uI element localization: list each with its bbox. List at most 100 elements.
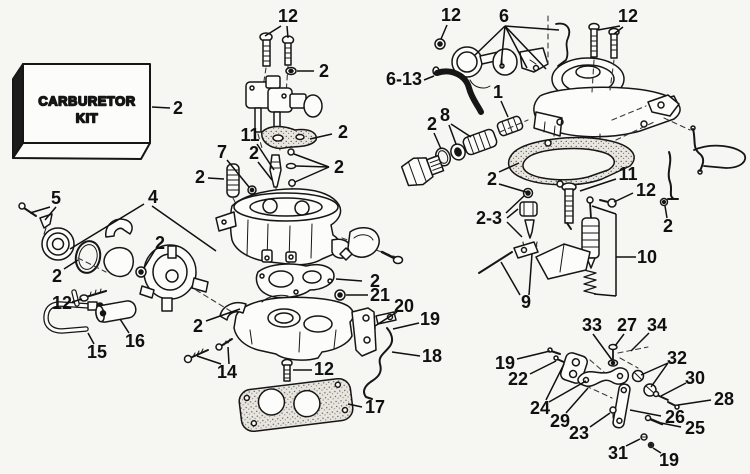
callout-5: 5 <box>51 188 61 208</box>
flange-gasket <box>255 263 335 299</box>
leader-line-2-j <box>63 259 79 270</box>
callout-25: 25 <box>685 418 705 438</box>
callout-11-a: 11 <box>240 125 259 145</box>
leader-line-25 <box>660 422 682 428</box>
leader-line-12-e <box>71 298 83 303</box>
leader-line-2-h <box>664 205 668 219</box>
callout-12-b: 12 <box>441 5 461 25</box>
callout-8: 8 <box>440 105 450 125</box>
leader-line-2-3 <box>506 221 523 238</box>
callout-34: 34 <box>647 315 667 335</box>
leader-line-2-f <box>433 132 442 150</box>
leader-line-2-g <box>498 162 520 173</box>
callout-2-a: 2 <box>319 61 329 81</box>
cover-screw <box>599 198 617 208</box>
leader-line-2-e <box>293 153 330 168</box>
leader-line-2-i <box>143 249 156 269</box>
bowl-bolt <box>561 182 577 230</box>
callout-17: 17 <box>365 397 385 417</box>
leader-line-7 <box>226 159 250 188</box>
leader-line-2-c <box>257 161 273 181</box>
callout-12-f: 12 <box>314 359 334 379</box>
callout-6-13: 6-13 <box>386 69 422 89</box>
base-gasket <box>238 377 354 433</box>
choke-diaphragm-assembly <box>451 15 571 89</box>
leader-line-24 <box>545 363 565 401</box>
accelerator-pump <box>581 196 600 295</box>
leader-line-14 <box>227 346 230 365</box>
leader-line-12-a <box>264 25 282 37</box>
callout-27: 27 <box>617 315 637 335</box>
leader-line-2-3 <box>505 195 525 214</box>
kit-box-label-line1: CARBURETOR <box>38 94 135 109</box>
leader-line-30 <box>660 382 687 397</box>
leader-line-31 <box>625 438 641 447</box>
callout-6: 6 <box>499 6 509 26</box>
callout-12-a: 12 <box>278 6 298 26</box>
leader-line-34 <box>630 332 650 352</box>
leader-line-2-g <box>498 183 527 193</box>
solenoid-gasket <box>261 125 317 150</box>
fuel-tube <box>43 289 104 334</box>
callout-2-c: 2 <box>249 143 259 163</box>
callout-16: 16 <box>125 331 145 351</box>
leader-line-2-k <box>205 308 241 322</box>
leader-line-2-3 <box>506 208 519 219</box>
leader-line-4 <box>151 205 217 252</box>
leader-line-2-e <box>295 165 330 168</box>
leader-line-32 <box>650 362 669 388</box>
leader-line-2-e <box>294 166 330 183</box>
callout-26: 26 <box>665 407 685 427</box>
leader-line-27 <box>614 333 625 347</box>
leader-line-15 <box>87 332 95 345</box>
callout-19-b: 19 <box>495 353 515 373</box>
leader-line-6 <box>504 25 560 31</box>
callout-32: 32 <box>667 348 687 368</box>
leader-line-9 <box>528 253 533 296</box>
leader-line-2-kit <box>151 106 171 109</box>
callout-31: 31 <box>608 443 628 463</box>
leader-line-12-d <box>613 192 634 203</box>
leader-line-29 <box>565 387 589 414</box>
callout-2-b: 2 <box>338 122 348 142</box>
leader-line-24 <box>548 380 587 403</box>
pump-screw <box>79 288 108 302</box>
leader-line-23 <box>589 412 611 428</box>
leader-line-32 <box>640 362 669 376</box>
callout-24: 24 <box>530 398 550 418</box>
leader-line-6 <box>504 25 528 69</box>
callout-21: 21 <box>370 285 390 305</box>
flange-bolt <box>281 358 293 382</box>
kit-box-label-line2: KIT <box>76 111 98 126</box>
callout-11-b: 11 <box>618 164 637 184</box>
callout-20: 20 <box>394 296 414 316</box>
callout-2-kit: 2 <box>173 98 183 118</box>
flange-nut <box>334 289 346 301</box>
tube-sleeve <box>95 300 137 323</box>
leader-line-16 <box>119 318 130 334</box>
callout-2-j: 2 <box>52 266 62 286</box>
leader-line-14 <box>196 355 222 365</box>
callout-22: 22 <box>508 369 528 389</box>
leader-line-19-a <box>392 322 420 330</box>
leader-line-9 <box>500 261 521 296</box>
callout-19-a: 19 <box>420 309 440 329</box>
leader-line-11-b <box>579 178 617 192</box>
bowl-gasket <box>507 136 635 188</box>
fuel-inlet-and-filter <box>400 115 529 187</box>
callout-12-e: 12 <box>52 293 72 313</box>
leader-line-2-b <box>309 133 333 140</box>
callout-14: 14 <box>217 362 237 382</box>
leader-line-1 <box>500 100 509 118</box>
leader-line-12-c <box>597 25 621 31</box>
leader-line-5 <box>44 206 57 221</box>
carburetor-upper-body <box>215 188 351 266</box>
leader-line-26 <box>629 409 662 417</box>
callout-23: 23 <box>569 423 589 443</box>
callout-2-i: 2 <box>155 233 165 253</box>
leader-line-6 <box>500 25 506 66</box>
leader-line-11-a <box>256 143 275 171</box>
leader-line-6 <box>504 25 547 70</box>
callout-2-l: 2 <box>370 271 380 291</box>
